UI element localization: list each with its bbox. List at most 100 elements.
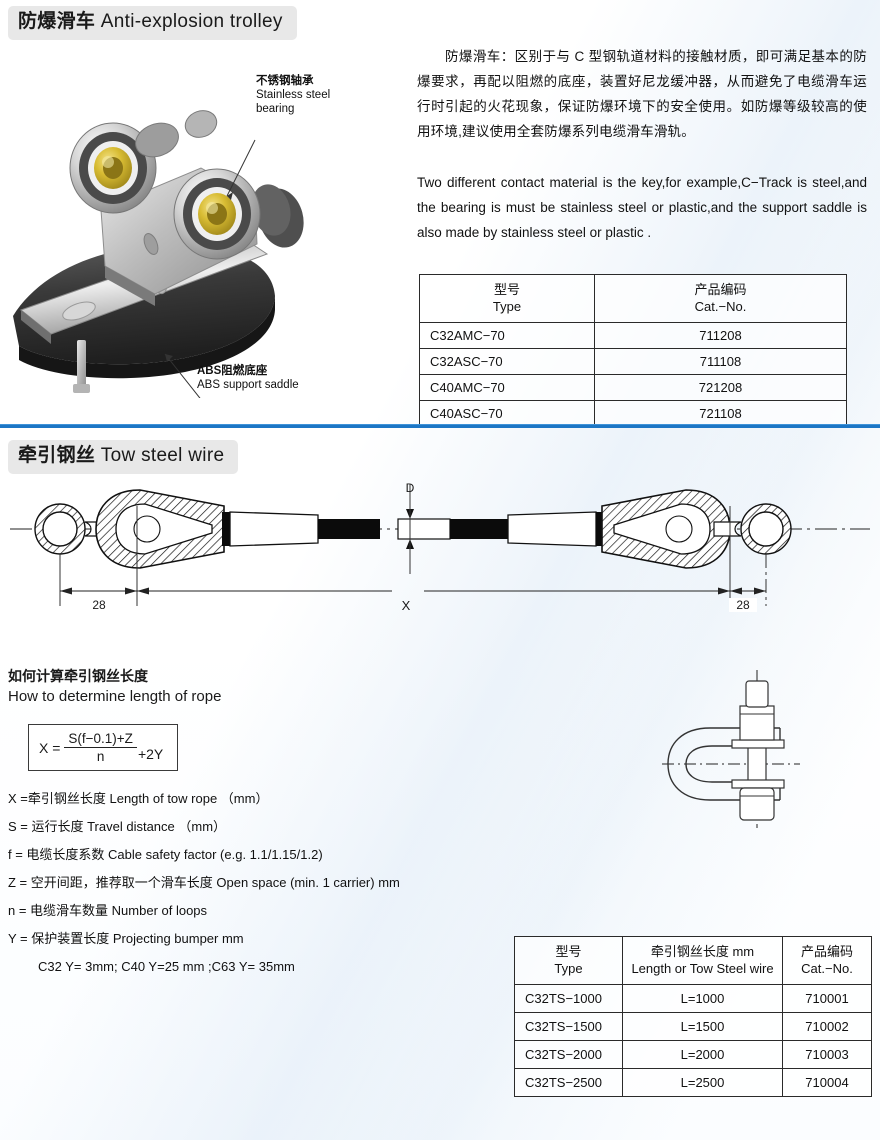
header-cat-no: 产品编码 Cat.−No. [594, 274, 847, 323]
tow-steel-wire-table: 型号 Type 牵引钢丝长度 mm Length or Tow Steel wi… [514, 936, 872, 1097]
callout-bearing-cn: 不锈钢轴承 [256, 75, 314, 87]
cell-cat: 710003 [782, 1040, 872, 1069]
definition-Y-values: C32 Y= 3mm; C40 Y=25 mm ;C63 Y= 35mm [38, 959, 295, 974]
left-eye-assembly [34, 503, 113, 555]
nylon-buffer-right-face [251, 184, 291, 236]
section-divider [0, 424, 880, 428]
dimension-label-X: X [401, 598, 411, 613]
top-roller-2 [184, 110, 218, 138]
bolt-nut [73, 384, 90, 393]
section1-paragraph-en: Two different contact material is the ke… [417, 175, 867, 240]
callout-arrow-saddle [165, 354, 173, 362]
section-title-pill: 防爆滑车 Anti-explosion trolley [8, 6, 297, 40]
stainless-steel-bearing-wheel-2 [173, 168, 261, 260]
table-row: C32AMC−70 711208 [419, 322, 847, 349]
formula-tail: +2Y [137, 746, 164, 762]
cell-cat: 710002 [782, 1012, 872, 1041]
section2-title-pill: 牵引钢丝 Tow steel wire [8, 440, 239, 474]
header-type-en: Type [554, 961, 583, 976]
section-anti-explosion-trolley-title: 防爆滑车 Anti-explosion trolley [8, 6, 297, 40]
saddle-edge [19, 296, 275, 379]
shackle-washer-bottom [731, 779, 785, 789]
right-swage-collar [596, 512, 604, 546]
shackle-svg [662, 670, 800, 828]
howto-heading-cn: 如何计算牵引钢丝长度 [8, 668, 148, 684]
rope-length-formula: X = S(f−0.1)+Z n +2Y [28, 724, 179, 771]
callout-bearing-en-line2: bearing [256, 103, 295, 115]
shackle-nut [739, 787, 775, 821]
callout-abs-support-saddle: ABS阻燃底座 ABS support saddle [197, 364, 299, 392]
shackle-pin-head [745, 680, 769, 708]
cell-cat: 710004 [782, 1068, 872, 1097]
header-type: 型号 Type [514, 936, 623, 985]
definition-Y: Y = 保护装置长度 Projecting bumper mm [8, 931, 244, 946]
section2-title-cn: 牵引钢丝 [18, 445, 96, 466]
right-eye-assembly [713, 503, 792, 555]
cell-type: C40ASC−70 [419, 400, 595, 427]
cell-length: L=2000 [622, 1040, 783, 1069]
cell-cat: 721108 [594, 400, 847, 427]
table-row: C32ASC−70 711108 [419, 348, 847, 375]
formula-lhs: X = [39, 739, 61, 756]
formula-variable-definitions: X =牵引钢丝长度 Length of tow rope （mm） S = 运行… [8, 785, 478, 981]
dimension-28-right [730, 587, 766, 595]
header-cat-en: Cat.−No. [801, 961, 853, 976]
cell-type: C32ASC−70 [419, 348, 595, 375]
how-to-determine-heading: 如何计算牵引钢丝长度 How to determine length of ro… [8, 666, 221, 708]
dimension-label-28-left: 28 [85, 598, 113, 612]
callout-arrow-bearing [227, 192, 233, 200]
plate-thickness [21, 310, 51, 344]
cell-type: C32TS−2500 [514, 1068, 623, 1097]
section1-title-cn: 防爆滑车 [18, 11, 96, 32]
header-type-cn: 型号 [493, 282, 520, 297]
header-length: 牵引钢丝长度 mm Length or Tow Steel wire [622, 936, 783, 985]
dimension-X-span [137, 587, 730, 595]
cell-cat: 721208 [594, 374, 847, 401]
rope-left-segment [318, 519, 380, 539]
right-ferrule [507, 511, 597, 547]
header-length-cn: 牵引钢丝长度 mm [650, 944, 755, 959]
table-row: C40ASC−70 721108 [419, 400, 847, 427]
callout-bearing-en-line1: Stainless steel [256, 89, 331, 101]
rope-section-view [397, 518, 451, 540]
dimension-28-left [60, 587, 137, 595]
formula-fraction: S(f−0.1)+Z n [64, 731, 137, 764]
formula-numerator: S(f−0.1)+Z [68, 731, 133, 746]
formula-denominator: n [64, 747, 137, 764]
cell-type: C32TS−1000 [514, 984, 623, 1013]
rope-right-segment [450, 519, 508, 539]
cell-length: L=1500 [622, 1012, 783, 1041]
section1-title-en: Anti-explosion trolley [100, 11, 283, 32]
stainless-steel-bearing-wheel-1 [69, 122, 157, 214]
howto-heading-en: How to determine length of rope [8, 688, 222, 705]
left-thimble [95, 489, 225, 569]
definition-X: X =牵引钢丝长度 Length of tow rope （mm） [8, 791, 269, 806]
dimension-label-D: D [405, 481, 415, 495]
table-header-row: 型号 Type 产品编码 Cat.−No. [419, 274, 847, 323]
header-cat-en: Cat.−No. [694, 299, 747, 314]
anti-explosion-trolley-table-wrap: 型号 Type 产品编码 Cat.−No. C32AMC−70 711208 C… [419, 274, 847, 427]
table-row: C32TS−2000 L=2000 710003 [514, 1040, 872, 1069]
callout-leader-saddle [164, 353, 204, 403]
section2-title-en: Tow steel wire [100, 445, 225, 466]
definition-n: n = 电缆滑车数量 Number of loops [8, 903, 208, 918]
cell-type: C32AMC−70 [419, 322, 595, 349]
left-swage-collar [222, 512, 230, 546]
shackle-body-inner [685, 745, 780, 783]
anti-explosion-trolley-table: 型号 Type 产品编码 Cat.−No. C32AMC−70 711208 C… [419, 274, 847, 427]
callout-leader-bearing [226, 139, 256, 197]
mounting-bolt [77, 340, 86, 388]
formula-box: X = S(f−0.1)+Z n +2Y [28, 724, 179, 771]
table-row: C40AMC−70 721208 [419, 374, 847, 401]
callout-saddle-en: ABS support saddle [197, 379, 299, 391]
cell-type: C40AMC−70 [419, 374, 595, 401]
header-type: 型号 Type [419, 274, 595, 323]
cell-type: C32TS−1500 [514, 1012, 623, 1041]
definition-f: f = 电缆长度系数 Cable safety factor (e.g. 1.1… [8, 847, 323, 862]
cell-length: L=2500 [622, 1068, 783, 1097]
header-type-cn: 型号 [555, 944, 582, 959]
dimension-label-28-right: 28 [729, 598, 757, 612]
table-row: C32TS−1500 L=1500 710002 [514, 1012, 872, 1041]
top-roller-1 [135, 122, 179, 158]
shackle-body-outer [667, 727, 780, 801]
